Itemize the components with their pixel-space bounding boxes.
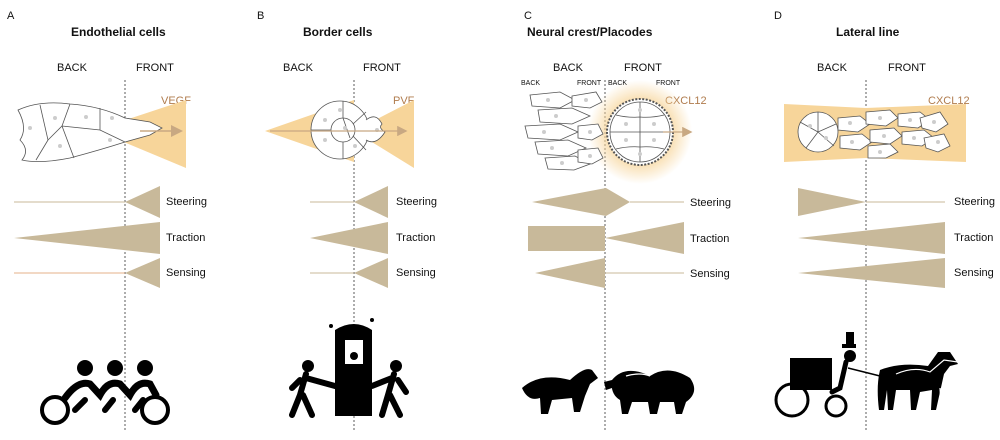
panel-b: B Border cells BACK FRONT PVF Steering T… <box>250 0 500 440</box>
steering-wedge <box>354 186 388 218</box>
panel-letter: C <box>524 10 532 22</box>
traction-wedge <box>310 222 388 254</box>
back-label: BACK <box>553 62 583 74</box>
panel-letter: A <box>7 10 15 22</box>
panel-letter: D <box>774 10 782 22</box>
steering-label: Steering <box>166 196 207 208</box>
panel-letter: B <box>257 10 265 22</box>
panel-c: C Neural crest/Placodes BACK FRONT BACK … <box>500 0 750 440</box>
front-label: FRONT <box>624 62 662 74</box>
placode-cluster <box>606 98 674 166</box>
border-cell-cluster <box>310 100 386 160</box>
sensing-label: Sensing <box>690 268 730 280</box>
traction-label: Traction <box>690 233 730 245</box>
sensing-wedge <box>535 258 605 288</box>
cell-nuclei <box>624 108 656 156</box>
sensing-wedge <box>354 258 388 288</box>
steering-wedge <box>125 186 160 218</box>
back-label: BACK <box>283 62 313 74</box>
traction-wedge <box>605 222 684 254</box>
cell-nuclei <box>808 116 940 154</box>
horse-carriage-icon <box>774 332 963 418</box>
sub-back-label: BACK <box>608 80 628 87</box>
front-label: FRONT <box>363 62 401 74</box>
traction-label: Traction <box>954 232 994 244</box>
panel-title: Neural crest/Placodes <box>527 25 653 39</box>
cell-nuclei <box>323 108 379 148</box>
tandem-cyclists-icon <box>40 360 170 425</box>
sheepdog-sheep-icon <box>522 369 695 414</box>
traction-wedge <box>798 222 945 254</box>
endothelial-cell-strand <box>17 102 163 162</box>
steering-label: Steering <box>690 197 731 209</box>
traction-label: Traction <box>396 232 436 244</box>
signal-label: CXCL12 <box>928 95 970 107</box>
panel-title: Lateral line <box>836 25 900 39</box>
panel-title: Endothelial cells <box>71 25 166 39</box>
sedan-chair-porters-icon <box>289 318 409 418</box>
sensing-label: Sensing <box>166 267 206 279</box>
panel-title: Border cells <box>303 25 373 39</box>
cell-nuclei <box>542 98 592 165</box>
sensing-wedge <box>125 258 160 288</box>
sensing-label: Sensing <box>396 267 436 279</box>
traction-wedge <box>14 222 160 254</box>
panel-d: D Lateral line BACK FRONT CXCL12 Steerin… <box>750 0 1000 440</box>
traction-label: Traction <box>166 232 206 244</box>
back-label: BACK <box>57 62 87 74</box>
sensing-label: Sensing <box>954 267 994 279</box>
steering-wedge <box>532 188 630 216</box>
front-label: FRONT <box>136 62 174 74</box>
steering-wedge <box>798 188 866 216</box>
sub-back-label: BACK <box>521 80 541 87</box>
sub-front-label: FRONT <box>656 80 681 87</box>
sensing-wedge <box>798 258 945 288</box>
back-label: BACK <box>817 62 847 74</box>
sub-front-label: FRONT <box>577 80 602 87</box>
cell-nuclei <box>28 115 114 148</box>
panel-a: A Endothelial cells BACK FRONT VEGF Stee… <box>0 0 250 440</box>
steering-label: Steering <box>396 196 437 208</box>
neural-crest-cells <box>524 91 604 171</box>
steering-label: Steering <box>954 196 995 208</box>
traction-block <box>528 226 605 251</box>
front-label: FRONT <box>888 62 926 74</box>
